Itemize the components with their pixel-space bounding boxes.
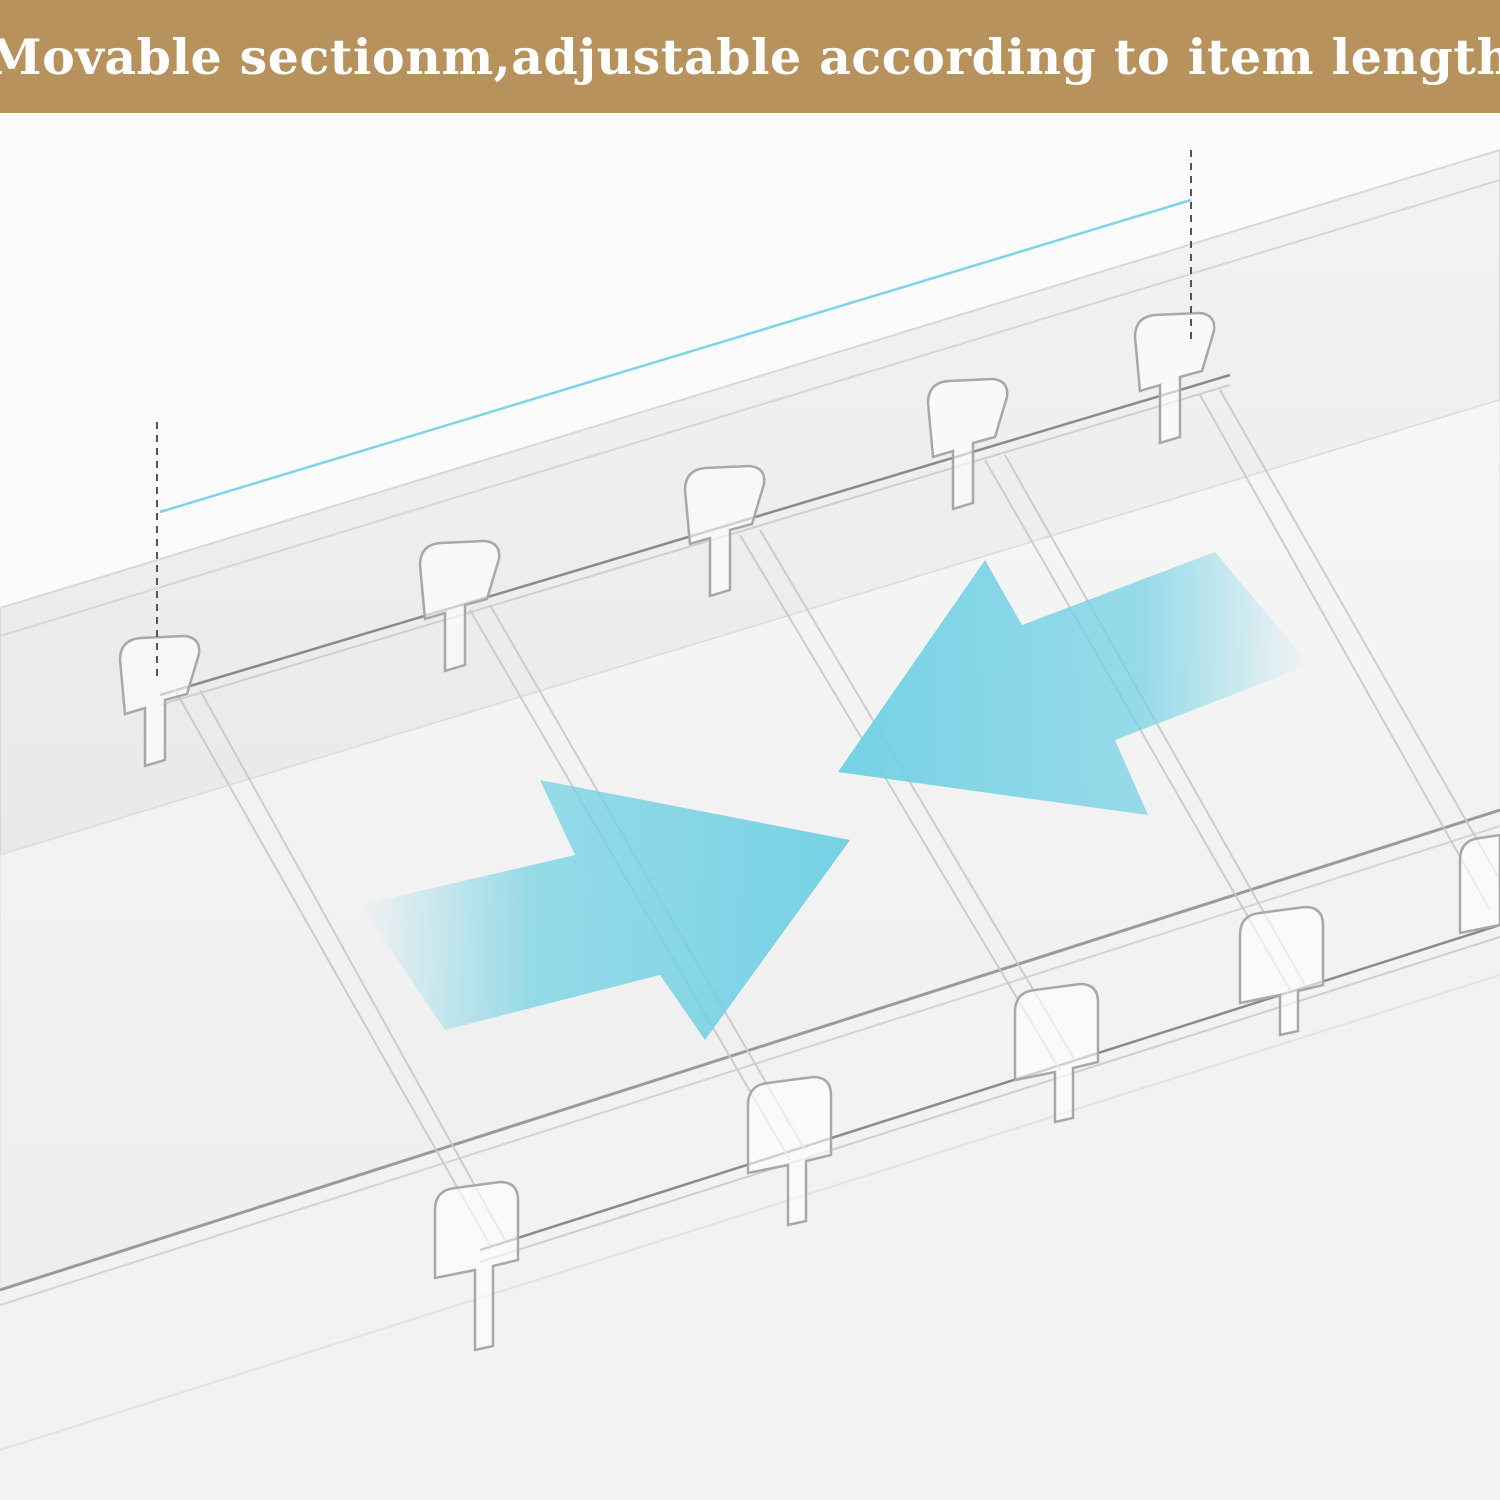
- measure-line: [159, 198, 1192, 514]
- clip: [118, 634, 201, 768]
- clip: [1458, 833, 1500, 935]
- clip: [1013, 982, 1100, 1124]
- clip: [433, 1180, 520, 1352]
- organizer-illustration: [0, 148, 1500, 1500]
- clip: [926, 377, 1009, 511]
- front-rail: [479, 923, 1500, 1252]
- arrow-right-icon: [360, 780, 850, 1040]
- clip: [1133, 311, 1216, 445]
- divider-panels: [174, 389, 1500, 1246]
- arrow-left-icon: [838, 552, 1310, 815]
- clip: [1238, 905, 1325, 1037]
- front-clips: [433, 833, 1500, 1352]
- clip: [746, 1075, 833, 1227]
- back-clips: [118, 311, 1216, 768]
- caption-text: Movable sectionm,adjustable according to…: [0, 27, 1500, 86]
- clip: [418, 539, 501, 673]
- clip: [683, 464, 766, 598]
- caption-banner: Movable sectionm,adjustable according to…: [0, 0, 1500, 113]
